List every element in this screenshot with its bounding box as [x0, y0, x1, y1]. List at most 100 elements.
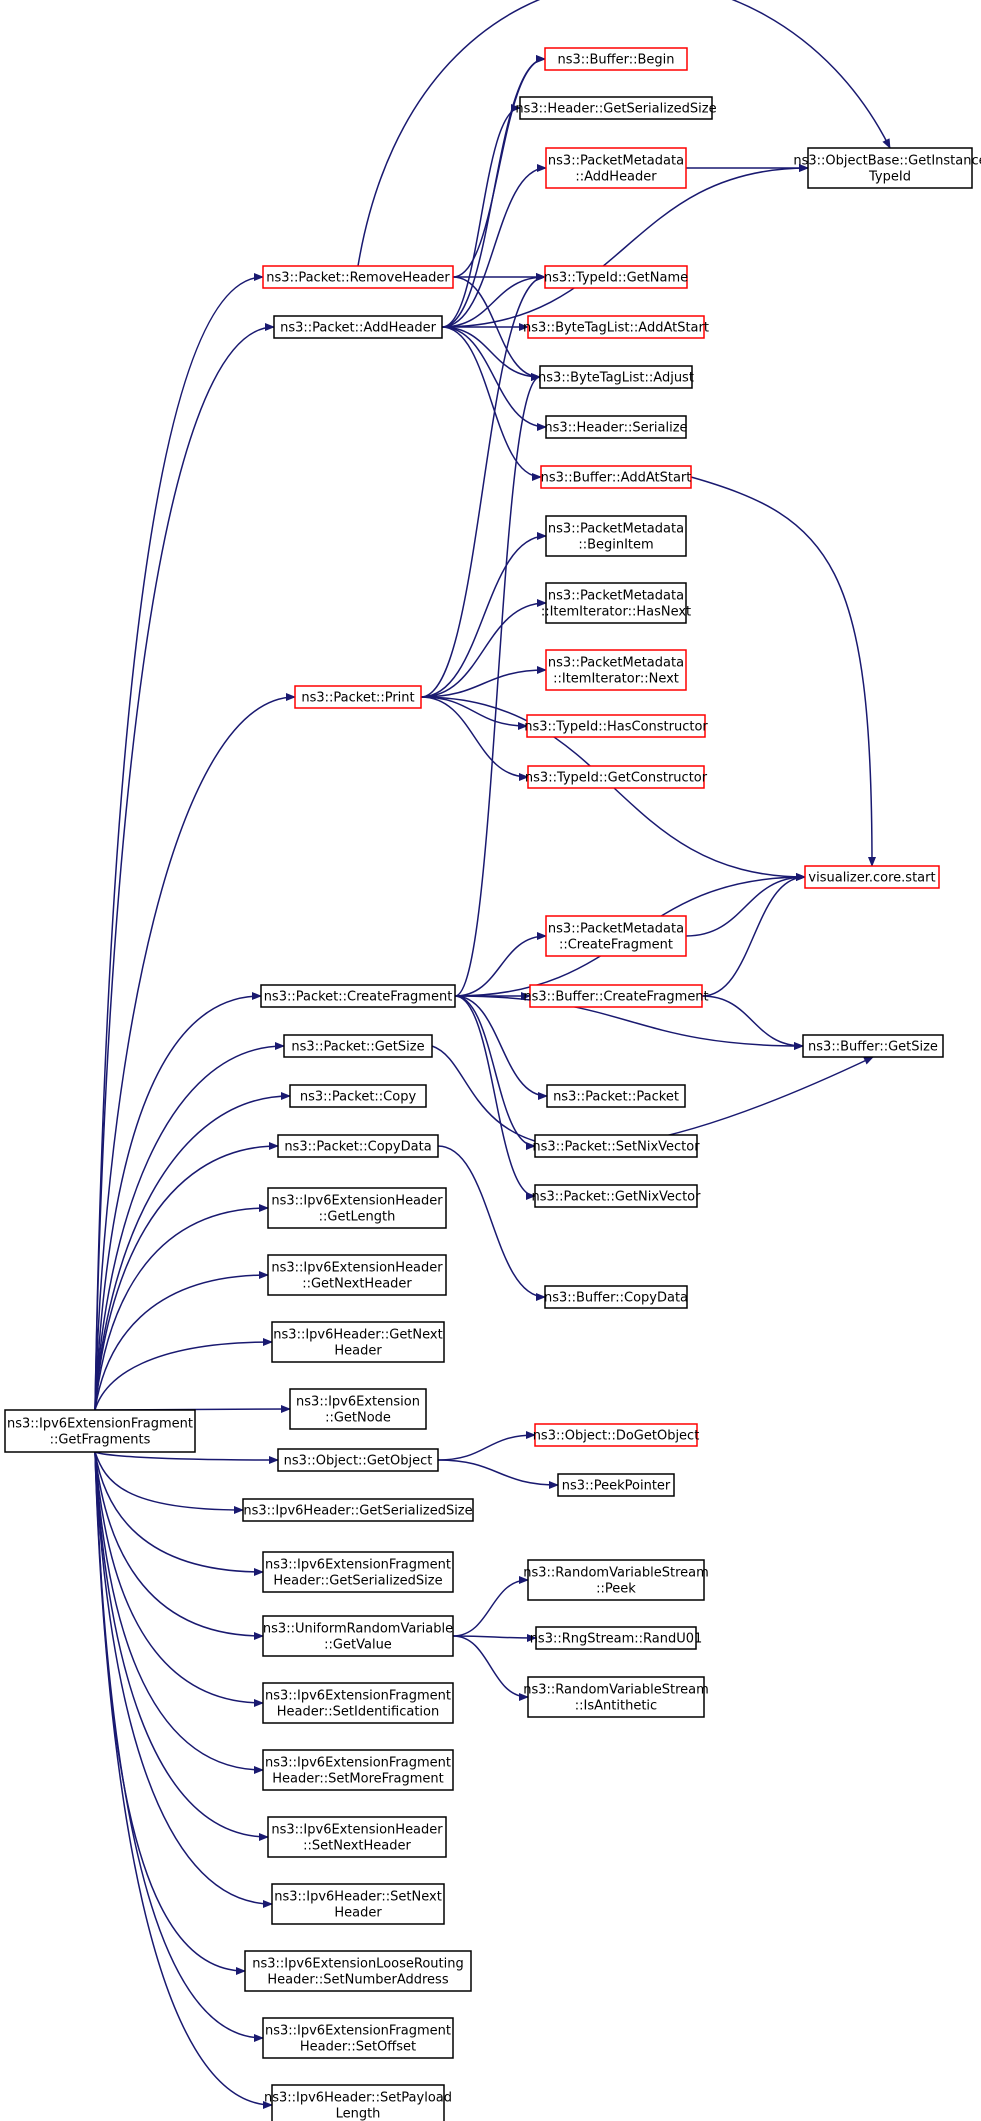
node-createFragment[interactable]: ns3::Packet::CreateFragment [260, 984, 456, 1008]
node-itemHasNext[interactable]: ns3::PacketMetadata::ItemIterator::HasNe… [541, 582, 691, 624]
node-bufferGetSize[interactable]: ns3::Buffer::GetSize [802, 1034, 944, 1058]
node-byteTagAdjust[interactable]: ns3::ByteTagList::Adjust [538, 365, 694, 389]
node-rvsPeek[interactable]: ns3::RandomVariableStream::Peek [523, 1559, 709, 1601]
node-label-ipv6SetNextHeader-0: ns3::Ipv6Header::SetNext [274, 1890, 442, 1905]
node-byteTagAddAtStart[interactable]: ns3::ByteTagList::AddAtStart [523, 315, 709, 339]
node-setMoreFragment[interactable]: ns3::Ipv6ExtensionFragmentHeader::SetMor… [262, 1749, 454, 1791]
node-label-typeIdGetName-0: ns3::TypeId::GetName [544, 271, 688, 286]
edge-createFragment-to-getNixVector [454, 995, 536, 1200]
node-label-setNumberAddress-0: ns3::Ipv6ExtensionLooseRouting [252, 1957, 463, 1972]
node-label-uniformGetValue-1: ::GetValue [324, 1638, 392, 1653]
node-typeIdGetConstructor[interactable]: ns3::TypeId::GetConstructor [525, 765, 708, 789]
edge-print-to-metaBeginItem [420, 532, 547, 698]
node-box-byteTagAdjust [539, 365, 693, 389]
node-setNixVector[interactable]: ns3::Packet::SetNixVector [532, 1134, 700, 1158]
node-box-ipv6SetNextHeader [271, 1883, 445, 1925]
node-label-headerSerialize-0: ns3::Header::Serialize [544, 421, 687, 436]
node-typeIdGetName[interactable]: ns3::TypeId::GetName [544, 265, 688, 289]
node-itemNext[interactable]: ns3::PacketMetadata::ItemIterator::Next [545, 649, 687, 691]
edge-createFragment-to-bufferGetSize [454, 995, 804, 1050]
node-packetPacket[interactable]: ns3::Packet::Packet [546, 1084, 686, 1108]
node-addHeader[interactable]: ns3::Packet::AddHeader [273, 315, 443, 339]
node-bufferCopyData[interactable]: ns3::Buffer::CopyData [544, 1285, 688, 1309]
node-removeHeader[interactable]: ns3::Packet::RemoveHeader [262, 265, 454, 289]
node-doGetObject[interactable]: ns3::Object::DoGetObject [533, 1423, 700, 1447]
node-rngRandU01[interactable]: ns3::RngStream::RandU01 [530, 1626, 703, 1650]
node-extGetNode[interactable]: ns3::Ipv6Extension::GetNode [289, 1388, 427, 1430]
node-setIdentification[interactable]: ns3::Ipv6ExtensionFragmentHeader::SetIde… [262, 1682, 454, 1724]
node-box-typeIdGetName [544, 265, 688, 289]
node-label-setPayloadLength-1: Length [336, 2107, 381, 2121]
node-box-headerSerialize [545, 415, 687, 439]
node-box-root [4, 1409, 196, 1453]
node-box-rvsPeek [527, 1559, 705, 1601]
node-metaCreateFragment[interactable]: ns3::PacketMetadata::CreateFragment [545, 915, 687, 957]
edge-root-to-copy [94, 1092, 291, 1411]
node-fragHdrGetSerializedSize[interactable]: ns3::Ipv6ExtensionFragmentHeader::GetSer… [262, 1551, 454, 1593]
edge-root-to-extSetNextHeader [94, 1451, 269, 1841]
node-box-itemNext [545, 649, 687, 691]
node-bufferCreateFragment[interactable]: ns3::Buffer::CreateFragment [523, 984, 709, 1008]
node-label-extGetNode-0: ns3::Ipv6Extension [296, 1395, 420, 1410]
edge-createFragment-to-packetPacket [454, 995, 548, 1100]
node-ipv6SetNextHeader[interactable]: ns3::Ipv6Header::SetNextHeader [271, 1883, 445, 1925]
node-label-packetPacket-0: ns3::Packet::Packet [553, 1090, 679, 1105]
node-label-bufferGetSize-0: ns3::Buffer::GetSize [808, 1040, 938, 1055]
node-uniformGetValue[interactable]: ns3::UniformRandomVariable::GetValue [262, 1615, 454, 1657]
edge-root-to-copyData [94, 1142, 279, 1411]
node-copy[interactable]: ns3::Packet::Copy [289, 1084, 427, 1108]
edge-root-to-ipv6SetNextHeader [94, 1451, 273, 1908]
node-label-extGetNextHeader-1: ::GetNextHeader [302, 1277, 412, 1292]
node-setNumberAddress[interactable]: ns3::Ipv6ExtensionLooseRoutingHeader::Se… [244, 1950, 472, 1992]
edge-root-to-getObject [94, 1451, 279, 1464]
node-box-removeHeader [262, 265, 454, 289]
node-headerGetSerializedSize[interactable]: ns3::Header::GetSerializedSize [515, 96, 717, 120]
node-copyData[interactable]: ns3::Packet::CopyData [277, 1134, 439, 1158]
node-label-setNixVector-0: ns3::Packet::SetNixVector [532, 1140, 700, 1155]
node-typeIdHasConstructor[interactable]: ns3::TypeId::HasConstructor [524, 714, 708, 738]
node-metaBeginItem[interactable]: ns3::PacketMetadata::BeginItem [545, 515, 687, 557]
edge-getObject-to-doGetObject [437, 1431, 536, 1461]
edge-print-to-typeIdHasConstructor [420, 696, 528, 730]
node-bufferAddAtStart[interactable]: ns3::Buffer::AddAtStart [540, 465, 692, 489]
edge-addHeader-to-bufferAddAtStart [441, 326, 542, 481]
node-getObject[interactable]: ns3::Object::GetObject [277, 1448, 439, 1472]
node-label-extGetNextHeader-0: ns3::Ipv6ExtensionHeader [271, 1261, 443, 1276]
node-getNixVector[interactable]: ns3::Packet::GetNixVector [532, 1184, 702, 1208]
node-extGetLength[interactable]: ns3::Ipv6ExtensionHeader::GetLength [267, 1187, 447, 1229]
node-extSetNextHeader[interactable]: ns3::Ipv6ExtensionHeader::SetNextHeader [267, 1816, 447, 1858]
node-ipv6GetNextHeader[interactable]: ns3::Ipv6Header::GetNextHeader [271, 1321, 445, 1363]
edge-root-to-setPayloadLength [94, 1451, 273, 2109]
edge-bufferCreateFragment-to-visualizerStart [701, 873, 806, 997]
edge-addHeader-to-metaAddHeader [441, 164, 547, 328]
node-headerSerialize[interactable]: ns3::Header::Serialize [544, 415, 688, 439]
node-rvsIsAntithetic[interactable]: ns3::RandomVariableStream::IsAntithetic [523, 1676, 709, 1718]
node-bufferBegin[interactable]: ns3::Buffer::Begin [544, 47, 688, 71]
node-visualizerStart[interactable]: visualizer.core.start [804, 865, 940, 889]
edge-root-to-extGetNextHeader [94, 1271, 269, 1411]
edge-createFragment-to-metaCreateFragment [454, 932, 547, 997]
node-getSize[interactable]: ns3::Packet::GetSize [283, 1034, 433, 1058]
node-ipv6GetSerializedSize[interactable]: ns3::Ipv6Header::GetSerializedSize [242, 1498, 474, 1522]
node-print[interactable]: ns3::Packet::Print [294, 685, 422, 709]
node-label-setMoreFragment-1: Header::SetMoreFragment [272, 1772, 444, 1787]
node-label-copyData-0: ns3::Packet::CopyData [284, 1140, 431, 1155]
edge-root-to-setNumberAddress [94, 1451, 246, 1975]
node-label-ipv6GetNextHeader-1: Header [334, 1344, 382, 1359]
edge-print-to-itemNext [420, 666, 547, 698]
node-box-setNixVector [534, 1134, 698, 1158]
node-label-itemNext-0: ns3::PacketMetadata [548, 656, 684, 671]
node-label-setIdentification-1: Header::SetIdentification [277, 1705, 439, 1720]
edge-uniformGetValue-to-rngRandU01 [452, 1633, 537, 1642]
node-label-rvsPeek-1: ::Peek [596, 1582, 636, 1597]
node-box-addHeader [273, 315, 443, 339]
node-metaAddHeader[interactable]: ns3::PacketMetadata::AddHeader [545, 147, 687, 189]
node-label-removeHeader-0: ns3::Packet::RemoveHeader [266, 271, 450, 286]
node-extGetNextHeader[interactable]: ns3::Ipv6ExtensionHeader::GetNextHeader [267, 1254, 447, 1296]
node-peekPointer[interactable]: ns3::PeekPointer [557, 1473, 675, 1497]
node-root[interactable]: ns3::Ipv6ExtensionFragment::GetFragments [4, 1409, 196, 1453]
node-setOffset[interactable]: ns3::Ipv6ExtensionFragmentHeader::SetOff… [262, 2017, 454, 2059]
